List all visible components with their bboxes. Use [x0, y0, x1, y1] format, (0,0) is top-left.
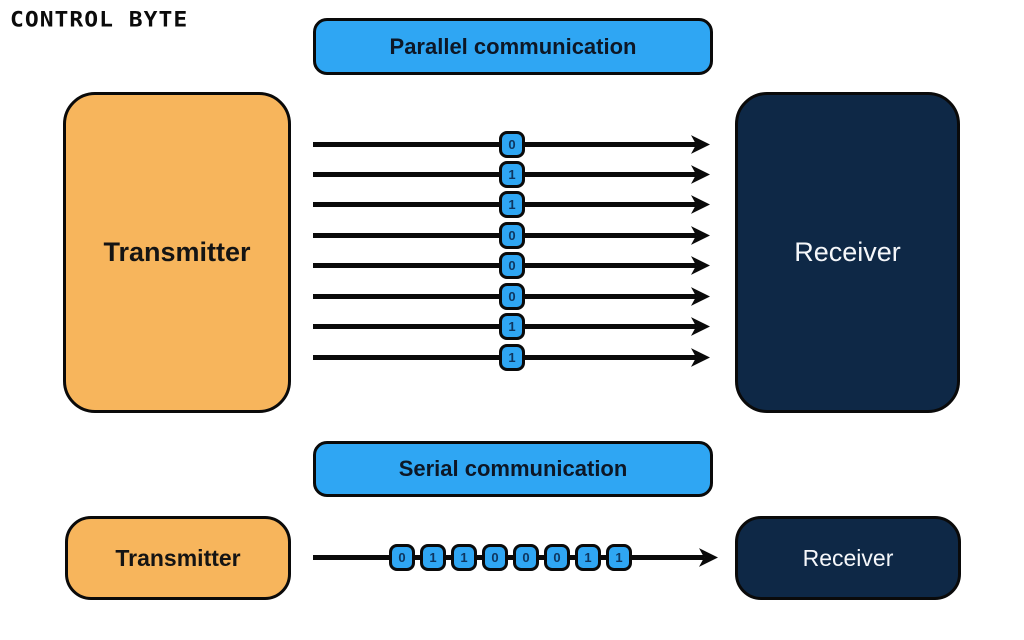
bit-chip: 0: [544, 544, 570, 571]
parallel-arrow: 0: [313, 222, 710, 249]
bit-chip: 0: [499, 283, 525, 310]
parallel-arrow: 0: [313, 252, 710, 279]
bit-chip: 1: [499, 313, 525, 340]
bit-chip: 0: [499, 131, 525, 158]
serial-transmitter-label: Transmitter: [115, 544, 241, 571]
parallel-arrow: 1: [313, 344, 710, 371]
bit-chip: 1: [499, 344, 525, 371]
bit-chip: 1: [499, 191, 525, 218]
serial-communication-title: Serial communication: [313, 441, 713, 497]
parallel-receiver-box: Receiver: [735, 92, 960, 413]
parallel-communication-title: Parallel communication: [313, 18, 713, 75]
bit-chip: 0: [389, 544, 415, 571]
parallel-transmitter-box: Transmitter: [63, 92, 291, 413]
bit-chip: 1: [451, 544, 477, 571]
serial-receiver-box: Receiver: [735, 516, 961, 600]
bit-chip: 1: [420, 544, 446, 571]
control-byte-logo: CONTROL BYTE: [10, 8, 189, 32]
bit-chip: 1: [499, 161, 525, 188]
bit-chip: 0: [499, 252, 525, 279]
parallel-arrow: 0: [313, 283, 710, 310]
arrow-line: [313, 555, 704, 560]
bit-chip: 0: [482, 544, 508, 571]
parallel-arrow: 1: [313, 161, 710, 188]
parallel-arrow: 1: [313, 191, 710, 218]
bit-chip: 1: [575, 544, 601, 571]
parallel-transmitter-label: Transmitter: [103, 237, 251, 267]
serial-transmitter-box: Transmitter: [65, 516, 291, 600]
serial-receiver-label: Receiver: [802, 544, 894, 571]
parallel-arrow: 1: [313, 313, 710, 340]
parallel-receiver-label: Receiver: [794, 237, 901, 267]
bit-chip: 1: [606, 544, 632, 571]
bit-chip: 0: [513, 544, 539, 571]
bit-chip: 0: [499, 222, 525, 249]
parallel-arrow: 0: [313, 131, 710, 158]
